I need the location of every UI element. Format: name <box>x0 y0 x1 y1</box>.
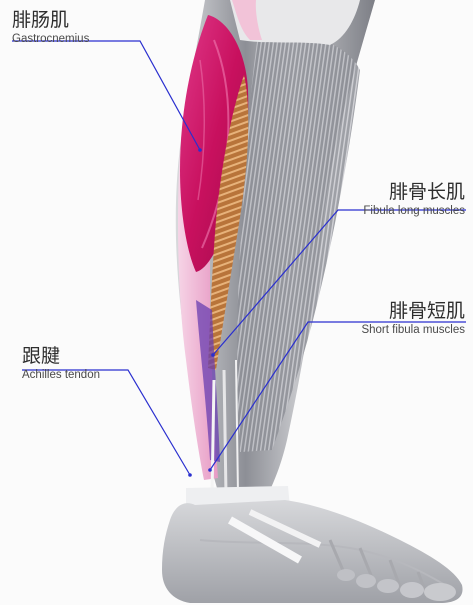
leader-gastrocnemius <box>12 41 200 150</box>
label-achilles-cn: 跟腱 <box>22 345 100 367</box>
leader-achilles <box>22 370 190 475</box>
label-fibula-long: 腓骨长肌 Fibula long muscles <box>363 181 465 218</box>
label-achilles-en: Achilles tendon <box>22 368 100 382</box>
label-fibula-long-en: Fibula long muscles <box>363 204 465 218</box>
gray-muscle-group <box>237 34 360 452</box>
label-gastrocnemius-cn: 腓肠肌 <box>12 9 89 31</box>
label-gastrocnemius-en: Gastrocnemius <box>12 32 89 46</box>
label-fibula-short-cn: 腓骨短肌 <box>361 300 465 322</box>
label-fibula-long-cn: 腓骨长肌 <box>363 181 465 203</box>
label-fibula-short-en: Short fibula muscles <box>361 323 465 337</box>
label-fibula-short: 腓骨短肌 Short fibula muscles <box>361 300 465 337</box>
label-gastrocnemius: 腓肠肌 Gastrocnemius <box>12 9 89 46</box>
label-achilles: 跟腱 Achilles tendon <box>22 345 100 382</box>
